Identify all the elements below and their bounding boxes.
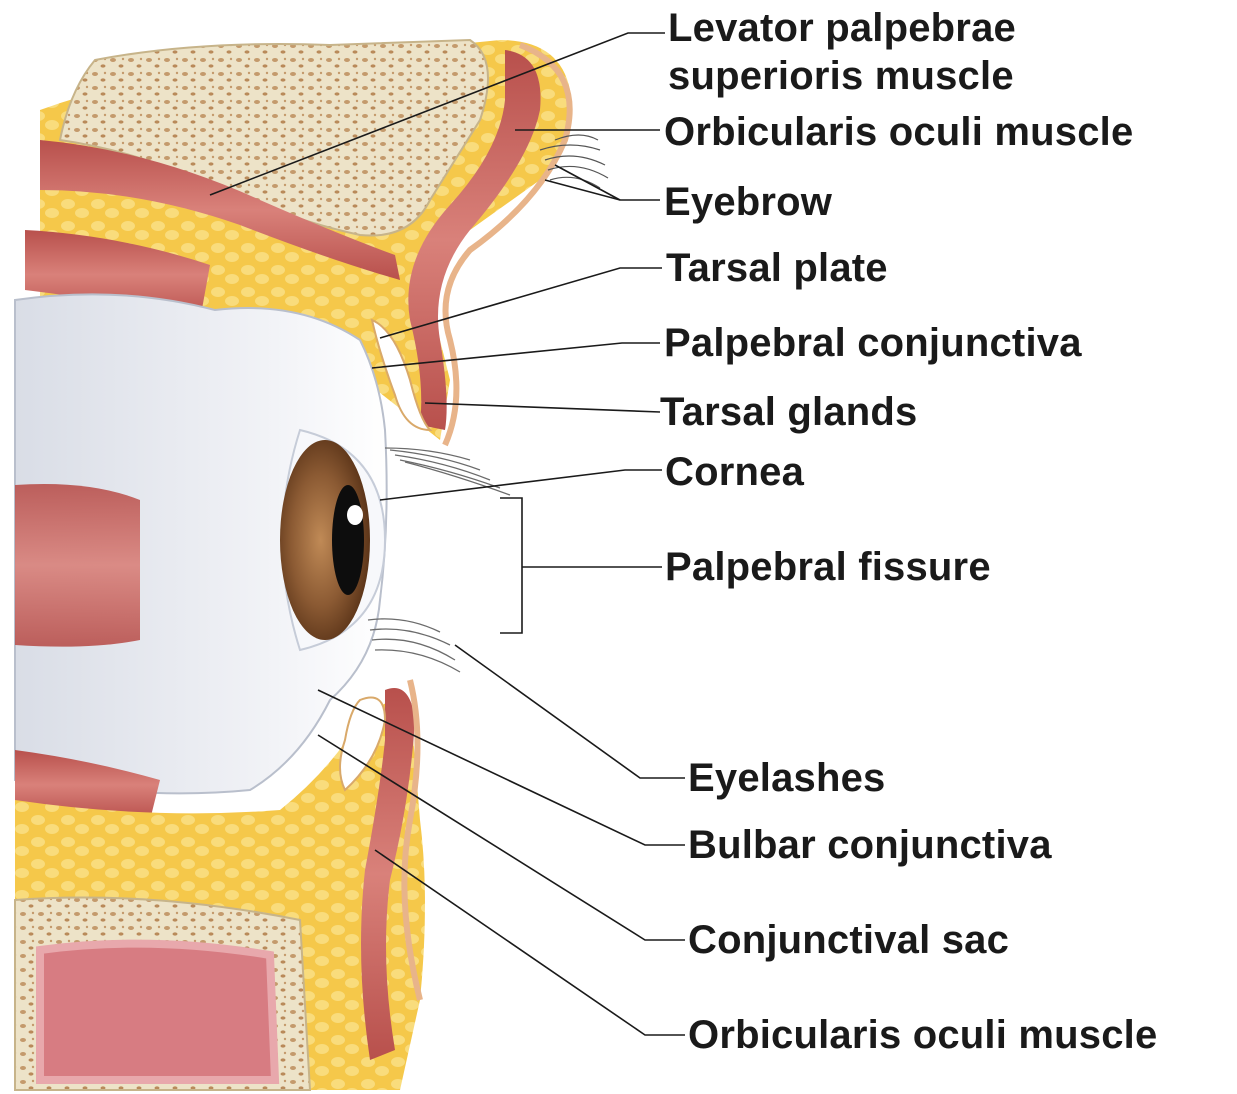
label-levator-line1: Levator palpebrae [668,6,1016,50]
label-eyebrow: Eyebrow [664,180,832,224]
label-tarsal-plate: Tarsal plate [666,246,888,290]
leader-cornea [380,470,662,500]
label-palpebral-conjunctiva: Palpebral conjunctiva [664,321,1082,365]
lower-eyelashes [368,619,460,672]
leader-eyelashes [455,645,685,778]
lateral-rectus-muscle [15,484,140,647]
label-orbicularis-lower: Orbicularis oculi muscle [688,1013,1157,1057]
upper-eyelashes [385,448,510,495]
label-tarsal-glands: Tarsal glands [660,390,918,434]
label-palpebral-fissure: Palpebral fissure [665,545,991,589]
palpebral-fissure-bracket [500,498,522,633]
label-cornea: Cornea [665,450,804,494]
illustration [15,40,608,1090]
maxillary-sinus [40,944,275,1080]
label-conjunctival-sac: Conjunctival sac [688,918,1009,962]
label-orbicularis-upper: Orbicularis oculi muscle [664,110,1133,154]
label-bulbar-conjunctiva: Bulbar conjunctiva [688,823,1052,867]
leader-tarsal-glands [425,403,660,412]
label-eyelashes: Eyelashes [688,756,886,800]
leader-eyebrow-b [555,165,620,200]
label-levator-line2: superioris muscle [668,54,1014,98]
pupil [332,485,364,595]
highlight [347,505,363,525]
